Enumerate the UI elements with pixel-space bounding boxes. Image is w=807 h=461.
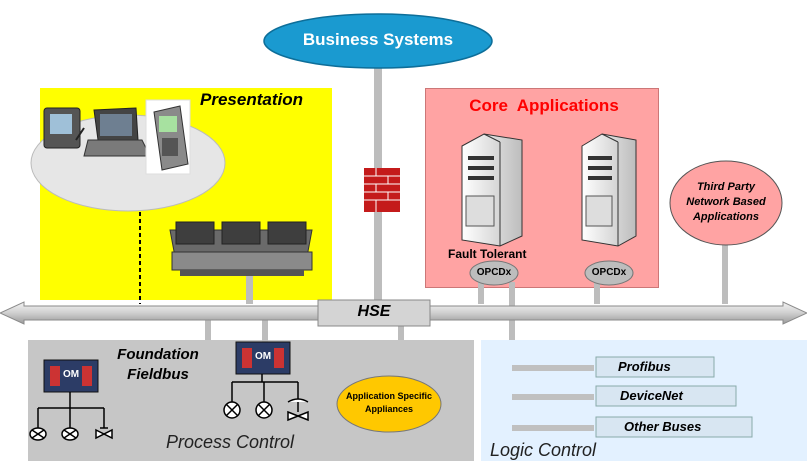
workstation-connector (246, 270, 253, 304)
third-party-label-3: Applications (692, 211, 759, 223)
om-label-2: OM (254, 351, 272, 362)
laptop-icon (83, 107, 151, 157)
fieldbus-device-tree (29, 392, 113, 441)
presentation-label: Presentation (200, 90, 303, 109)
process-drop-1 (205, 318, 211, 340)
other-buses-label: Other Buses (624, 419, 702, 434)
other-buses-box (595, 416, 753, 438)
business-systems-label[interactable]: Business Systems (302, 30, 454, 49)
logic-bus-lines (512, 365, 594, 431)
third-party-label-1: Third Party (696, 181, 756, 193)
devicenet-label: DeviceNet (620, 388, 683, 403)
opcdx-label-1: OPCDx (476, 267, 512, 278)
phone-icon (145, 99, 191, 175)
business-systems-ellipse (263, 13, 493, 69)
opcdx1-connector (478, 282, 484, 304)
foundation-fieldbus-label-1: Foundation (117, 346, 199, 363)
hse-label-box (317, 299, 431, 327)
profibus-box (595, 356, 715, 378)
opcdx-label-2: OPCDx (591, 267, 627, 278)
om-label-1: OM (62, 369, 80, 380)
application-specific-ellipse (336, 375, 442, 433)
opcdx-ellipse-2 (584, 260, 634, 286)
server-icon-1 (461, 133, 523, 247)
thirdparty-connector (722, 242, 728, 304)
application-specific-label-1: Application Specific (345, 391, 432, 401)
opcdx2-connector (594, 282, 600, 304)
hse-label: HSE (357, 303, 391, 320)
opcdx-ellipse-1 (469, 260, 519, 286)
om-controller-2 (235, 341, 291, 375)
third-party-label-2: Network Based (686, 196, 766, 208)
foundation-fieldbus-label-2: Fieldbus (127, 366, 189, 383)
process-drop-3 (398, 318, 404, 340)
process-drop-2 (262, 318, 268, 360)
pda-icon (43, 107, 85, 149)
logic-control-label: Logic Control (490, 440, 597, 460)
core-applications-label: Core Applications (469, 96, 619, 115)
om-controller-1 (43, 359, 99, 393)
workstation-icon (169, 221, 313, 276)
firewall-icon (364, 168, 400, 212)
process-device-tree (223, 374, 309, 422)
server-icon-2 (581, 133, 637, 247)
fault-tolerant-label: Fault Tolerant (448, 247, 527, 261)
logic-drop (509, 318, 515, 340)
process-control-label: Process Control (166, 432, 295, 452)
application-specific-label-2: Appliances (364, 404, 413, 414)
profibus-label: Profibus (618, 359, 671, 374)
devicenet-box (595, 385, 737, 407)
third-party-ellipse (669, 160, 783, 246)
